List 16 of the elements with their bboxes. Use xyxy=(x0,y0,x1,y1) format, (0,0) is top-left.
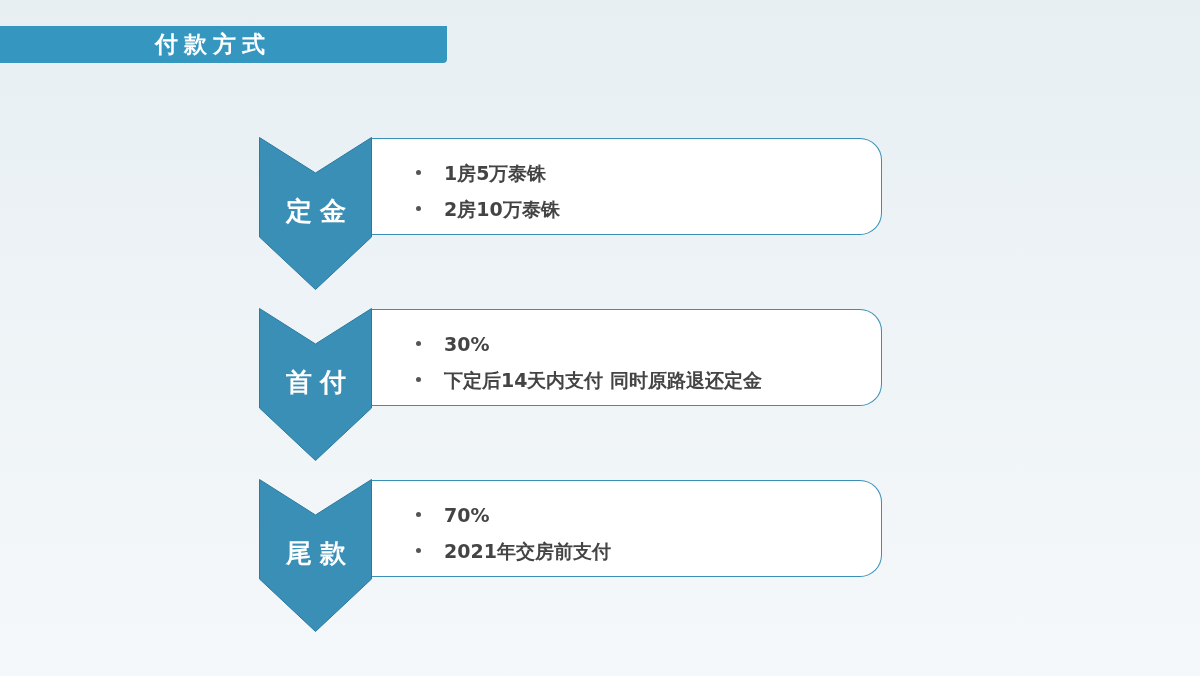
bullet-text: 70% xyxy=(444,503,490,527)
bullet-text: 30% xyxy=(444,332,490,356)
bullet-text: 下定后14天内支付 同时原路退还定金 xyxy=(444,368,763,392)
bullet-text: 2房10万泰铢 xyxy=(444,197,560,221)
step-label: 定金 xyxy=(284,195,355,228)
title: 付款方式 xyxy=(155,30,271,59)
chevron-shape xyxy=(259,308,372,461)
bullet-text: 2021年交房前支付 xyxy=(444,539,611,563)
chevron-shape xyxy=(259,479,372,632)
step-label: 尾款 xyxy=(284,537,355,570)
info-card xyxy=(372,309,882,406)
chevron-shape xyxy=(259,137,372,290)
bullet-text: 1房5万泰铢 xyxy=(444,161,547,185)
step-label: 首付 xyxy=(284,366,355,399)
info-card xyxy=(372,138,882,235)
info-card xyxy=(372,480,882,577)
